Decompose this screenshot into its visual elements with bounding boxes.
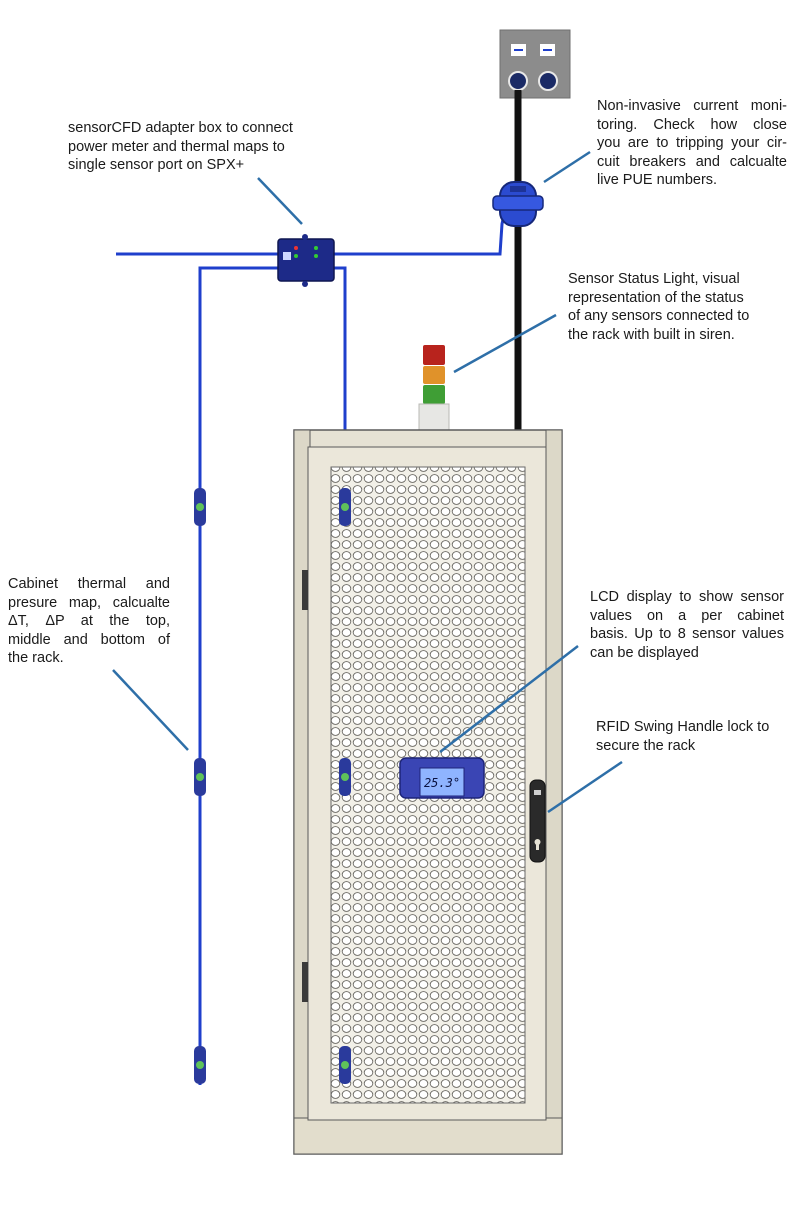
callout-line: toring. Check how close — [597, 116, 787, 133]
thermal-sensor-icon — [194, 1046, 206, 1084]
thermal-sensor-icon — [339, 1046, 351, 1084]
callout-line: cuit breakers and calcualte — [597, 153, 787, 170]
rack-cabinet — [293, 429, 563, 1155]
callout-line: you are to tripping your cir- — [597, 135, 787, 151]
callout-line: basis. Up to 8 sensor values — [590, 626, 784, 642]
callout-thermal-map: Cabinet thermal and presure map, calcual… — [8, 575, 170, 668]
thermal-sensor-icon — [194, 758, 206, 796]
callout-line: values on a per cabinet — [590, 607, 784, 624]
callout-line: presure map, calcualte — [8, 594, 170, 611]
leader-rfid — [547, 760, 623, 814]
adapter-box-icon — [277, 234, 335, 287]
callout-line: live PUE numbers. — [597, 172, 718, 188]
callout-line: ΔT, ΔP at the top, — [8, 613, 170, 629]
callout-line: sensorCFD adapter box to connect — [68, 120, 293, 136]
callout-line: Sensor Status Light, visual — [568, 271, 740, 287]
callout-line: the rack. — [8, 650, 64, 666]
callout-line: Cabinet thermal and — [8, 576, 170, 592]
callout-line: power meter and thermal maps to — [68, 138, 285, 155]
callout-leaders — [112, 150, 623, 814]
current-clamp-icon — [492, 181, 544, 227]
callout-status-light: Sensor Status Light, visual representati… — [568, 270, 749, 344]
callout-line: representation of the status — [568, 289, 744, 306]
lcd-reading: 25.3° — [424, 776, 460, 790]
thermal-sensors — [194, 488, 351, 1084]
power-outlet-icon — [499, 29, 571, 99]
callout-line: single sensor port on SPX+ — [68, 157, 245, 173]
hinge-top — [302, 570, 308, 610]
callout-line: Non-invasive current moni- — [597, 98, 787, 114]
callout-current: Non-invasive current moni- toring. Check… — [597, 97, 787, 190]
leader-adapter — [257, 177, 303, 225]
callout-adapter: sensorCFD adapter box to connect power m… — [68, 119, 293, 175]
hinge-bottom — [302, 962, 308, 1002]
callout-line: LCD display to show sensor — [590, 589, 784, 605]
leader-status-light — [453, 313, 557, 374]
stack-light-icon — [418, 345, 450, 431]
callout-line: secure the rack — [596, 737, 696, 754]
leader-thermal-map — [112, 669, 189, 751]
callout-lcd: LCD display to show sensor values on a p… — [590, 588, 784, 662]
callout-line: the rack with built in siren. — [568, 326, 735, 343]
callout-line: RFID Swing Handle lock to — [596, 719, 770, 735]
thermal-sensor-icon — [194, 488, 206, 526]
leader-current — [543, 150, 591, 184]
swing-handle-icon — [529, 779, 546, 863]
callout-rfid: RFID Swing Handle lock to secure the rac… — [596, 718, 769, 755]
lcd-display-icon: 25.3° — [399, 757, 485, 799]
thermal-sensor-icon — [339, 758, 351, 796]
callout-line: middle and bottom of — [8, 631, 170, 648]
callout-line: of any sensors connected to — [568, 308, 750, 324]
thermal-sensor-icon — [339, 488, 351, 526]
callout-line: can be displayed — [590, 644, 699, 661]
leader-lcd — [439, 645, 579, 753]
